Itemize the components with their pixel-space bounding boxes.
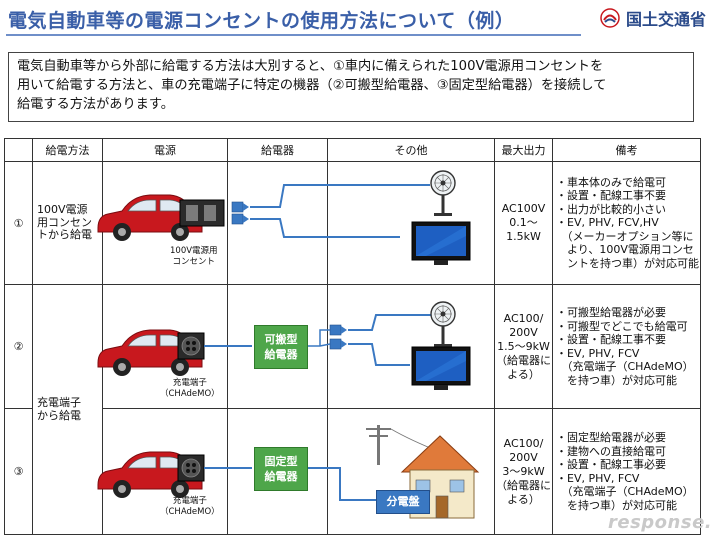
note-line: ・建物への直接給電可 (556, 444, 666, 458)
note-line: ・出力が比較的小さい (556, 202, 666, 216)
supplier-cell (227, 161, 328, 285)
output-line: （給電器に (496, 478, 551, 492)
output-cell: AC100V 0.1～ 1.5kW (494, 161, 553, 285)
note-line: ・EV, PHV, FCV,HV (556, 216, 659, 230)
output-line: AC100/ (503, 311, 544, 325)
other-cell (327, 408, 495, 535)
method-line: 用コンセン (37, 215, 92, 229)
note-line: （メーカーオプション等に (556, 229, 694, 243)
table-row: ① 100V電源 用コンセン トから給電 AC100V 0.1～ 1.5kW ・… (4, 161, 701, 285)
output-line: 1.5～9kW (497, 339, 550, 353)
supplier-line: 給電器 (264, 470, 298, 483)
note-line: を持つ車）が対応可能 (556, 498, 677, 512)
output-line: （給電器に (496, 353, 551, 367)
row-number: ① (4, 161, 33, 285)
output-cell: AC100/ 200V 1.5～9kW （給電器に よる） (494, 284, 553, 409)
ministry-name: 国土交通省 (626, 10, 707, 29)
intro-line: 用いて給電する方法と、車の充電端子に特定の機器（②可搬型給電器、③固定型給電器）… (17, 78, 607, 93)
supplier-line: 可搬型 (264, 333, 298, 346)
charge-port-label: 充電端子 （CHAdeMO） (160, 378, 220, 400)
note-line: （充電端子（CHAdeMO） (556, 360, 694, 373)
header-cell-num (4, 138, 33, 162)
output-line: 0.1～ (509, 216, 538, 229)
method-cell: 充電端子 から給電 (32, 284, 103, 535)
header-cell-source: 電源 (102, 138, 228, 162)
note-line: ・設置・配線工事必要 (556, 458, 666, 471)
other-cell (327, 161, 495, 285)
output-line: 200V (509, 450, 538, 464)
output-cell: AC100/ 200V 3～9kW （給電器に よる） (494, 408, 553, 535)
output-line: 1.5kW (506, 230, 541, 243)
supplier-line: 給電器 (264, 348, 298, 361)
note-line: ・固定型給電器が必要 (556, 431, 666, 444)
header-cell-notes: 備考 (552, 138, 701, 162)
header-cell-method: 給電方法 (32, 138, 103, 162)
intro-line: 電気自動車等から外部に給電する方法は大別すると、①車内に備えられた100V電源用… (17, 59, 604, 74)
table-row: ② 充電端子 から給電 AC100/ 200V 1.5～9kW （給電器に よる… (4, 284, 701, 535)
method-line: 100V電源 (37, 203, 88, 217)
header-cell-supplier: 給電器 (227, 138, 328, 162)
label-line: （CHAdeMO） (160, 389, 220, 399)
note-line: ・EV, PHV, FCV (556, 346, 640, 360)
label-line: 充電端子 (172, 496, 207, 506)
charge-port-label: 充電端子 （CHAdeMO） (160, 496, 220, 518)
note-line: ・車本体のみで給電可 (556, 175, 666, 189)
note-line: を持つ車）が対応可能 (556, 373, 677, 387)
ministry-mark-icon (600, 8, 620, 28)
title-underline (6, 34, 581, 36)
output-line: 200V (509, 325, 538, 339)
notes-cell: ・車本体のみで給電可 ・設置・配線工事不要 ・出力が比較的小さい ・EV, PH… (552, 161, 701, 285)
note-line: ・可搬型でどこでも給電可 (556, 319, 688, 333)
output-line: よる） (507, 492, 540, 506)
distribution-board-box: 分電盤 (376, 490, 430, 514)
note-line: ・設置・配線工事不要 (556, 189, 666, 203)
label-line: （CHAdeMO） (160, 507, 220, 517)
note-line: （充電端子（CHAdeMO） (556, 485, 694, 498)
output-line: 3～9kW (502, 464, 545, 478)
page-title: 電気自動車等の電源コンセントの使用方法について（例） (8, 10, 515, 32)
output-line: AC100/ (503, 436, 544, 450)
output-line: AC100V (501, 202, 546, 215)
portable-supplier-box: 可搬型 給電器 (254, 325, 308, 369)
method-cell: 100V電源 用コンセン トから給電 (32, 161, 103, 285)
method-line: から給電 (37, 408, 81, 422)
note-line: ントを持つ車）が対応可能 (556, 256, 699, 270)
label-line: 充電端子 (172, 378, 207, 388)
output-line: よる） (507, 367, 540, 381)
method-line: トから給電 (37, 228, 92, 242)
label-line: コンセント (172, 257, 216, 267)
outlet-label: 100V電源用 コンセント (170, 246, 218, 268)
header-cell-other: その他 (327, 138, 495, 162)
note-line: ・設置・配線工事不要 (556, 333, 666, 346)
intro-box: 電気自動車等から外部に給電する方法は大別すると、①車内に備えられた100V電源用… (8, 52, 694, 122)
notes-cell: ・可搬型給電器が必要 ・可搬型でどこでも給電可 ・設置・配線工事不要 ・EV, … (552, 284, 701, 409)
power-method-table: 給電方法 電源 給電器 その他 最大出力 備考 ① 100V電源 用コンセン ト… (4, 138, 701, 535)
header-cell-output: 最大出力 (494, 138, 553, 162)
label-line: 100V電源用 (170, 246, 218, 256)
row-number: ③ (4, 408, 33, 535)
note-line: ・EV, PHV, FCV (556, 471, 640, 485)
ministry-logo: 国土交通省 (600, 6, 706, 30)
notes-cell: ・固定型給電器が必要 ・建物への直接給電可 ・設置・配線工事必要 ・EV, PH… (552, 408, 701, 535)
table-header-row: 給電方法 電源 給電器 その他 最大出力 備考 (4, 138, 701, 162)
method-line: 充電端子 (37, 396, 81, 409)
intro-line: 給電する方法があります。 (17, 97, 174, 112)
table-row: ③ AC100/ 200V 3～9kW （給電器に よる） ・固定型給電器が必要… (4, 408, 701, 535)
other-cell (327, 284, 495, 409)
supplier-line: 固定型 (264, 455, 298, 468)
watermark: response. (608, 512, 713, 533)
fixed-supplier-box: 固定型 給電器 (254, 447, 308, 491)
note-line: ・可搬型給電器が必要 (556, 306, 666, 319)
note-line: より、100V電源用コンセ (556, 243, 694, 257)
row-number: ② (4, 284, 33, 409)
